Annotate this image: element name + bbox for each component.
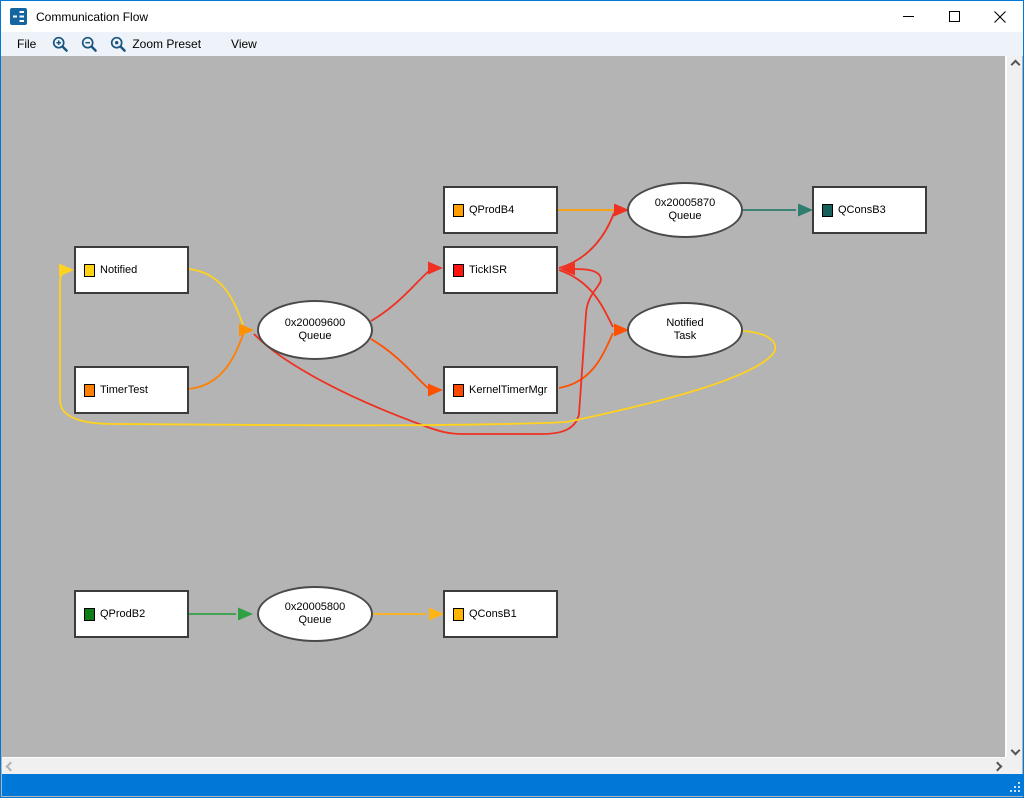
- queue-node-label: Task: [673, 330, 697, 342]
- scrollbar-corner: [1005, 757, 1022, 774]
- maximize-icon: [948, 11, 960, 22]
- app-icon: [10, 8, 27, 25]
- chevron-down-icon: [1010, 745, 1021, 756]
- edge-layer: [59, 203, 813, 621]
- chevron-up-icon: [1010, 59, 1021, 70]
- menu-bar: File Zoom Preset View: [1, 32, 1023, 56]
- arrowhead: [428, 261, 443, 275]
- task-node-qconsb1[interactable]: QConsB1: [443, 590, 558, 638]
- queue-node-label: 0x20009600: [284, 317, 346, 329]
- vertical-scrollbar[interactable]: [1005, 56, 1022, 759]
- edge-timertest-to-q9600: [188, 334, 244, 390]
- task-color-icon: [84, 263, 95, 277]
- task-node-label: QProdB2: [100, 608, 146, 620]
- task-color-icon: [453, 203, 464, 217]
- edge-q9600-to-tickisr: [370, 270, 430, 322]
- edge-kerneltimermgr-to-ntask: [558, 332, 614, 389]
- menu-view[interactable]: View: [231, 37, 257, 51]
- arrowhead: [614, 323, 629, 337]
- task-color-icon: [84, 607, 95, 621]
- minimize-icon: [902, 16, 914, 17]
- menu-file[interactable]: File: [17, 37, 37, 51]
- task-node-label: QProdB4: [469, 204, 515, 216]
- task-color-icon: [453, 263, 464, 277]
- arrowhead: [59, 263, 74, 277]
- arrowhead: [798, 203, 813, 217]
- title-bar: Communication Flow: [1, 1, 1023, 32]
- window-title: Communication Flow: [36, 9, 149, 24]
- queue-node-label: 0x20005870: [654, 197, 716, 209]
- minimize-button[interactable]: [885, 1, 931, 32]
- zoom-in-button[interactable]: [46, 33, 75, 56]
- arrowhead: [614, 203, 629, 217]
- task-node-timertest[interactable]: TimerTest: [74, 366, 189, 414]
- scroll-up-button[interactable]: [1007, 56, 1023, 73]
- task-node-qprodb4[interactable]: QProdB4: [443, 186, 558, 234]
- task-color-icon: [453, 607, 464, 621]
- edge-notified-to-q9600: [188, 268, 244, 326]
- queue-node-label: Queue: [298, 330, 332, 342]
- arrowhead: [238, 607, 253, 621]
- edge-tickisr-to-q9600: [253, 268, 602, 435]
- edge-q9600-to-kerneltimermgr: [370, 338, 430, 390]
- task-node-tickisr[interactable]: TickISR: [443, 246, 558, 294]
- zoom-out-button[interactable]: [75, 33, 104, 56]
- task-node-label: QConsB3: [838, 204, 886, 216]
- chevron-left-icon: [5, 761, 16, 772]
- scroll-left-button[interactable]: [2, 758, 19, 775]
- task-node-label: KernelTimerMgr: [469, 384, 548, 396]
- task-node-label: Notified: [100, 264, 138, 276]
- queue-node-label: Notified: [666, 317, 704, 329]
- zoom-in-icon: [53, 36, 69, 52]
- queue-node-label: Queue: [298, 614, 332, 626]
- task-color-icon: [453, 383, 464, 397]
- task-node-qconsb3[interactable]: QConsB3: [812, 186, 927, 234]
- task-node-kerneltimermgr[interactable]: KernelTimerMgr: [443, 366, 558, 414]
- task-node-label: TimerTest: [100, 384, 148, 396]
- task-node-qprodb2[interactable]: QProdB2: [74, 590, 189, 638]
- queue-node-label: Queue: [668, 210, 702, 222]
- task-color-icon: [822, 203, 833, 217]
- status-bar: [2, 774, 1023, 796]
- arrowhead: [560, 262, 575, 276]
- arrowhead: [429, 607, 444, 621]
- task-node-label: QConsB1: [469, 608, 517, 620]
- zoom-preset-icon: [111, 36, 127, 52]
- resize-grip[interactable]: [1008, 780, 1021, 793]
- horizontal-scrollbar[interactable]: [2, 757, 1006, 774]
- scroll-right-button[interactable]: [989, 758, 1006, 775]
- arrowhead: [239, 323, 254, 337]
- edge-ntask-to-notified: [59, 269, 777, 427]
- zoom-preset-label: Zoom Preset: [132, 37, 202, 51]
- queue-node-label: 0x20005800: [284, 601, 346, 613]
- zoom-preset-button[interactable]: Zoom Preset: [104, 33, 207, 56]
- edge-tickisr-to-ntask: [558, 269, 614, 328]
- task-color-icon: [84, 383, 95, 397]
- task-node-label: TickISR: [469, 264, 508, 276]
- chevron-right-icon: [992, 761, 1003, 772]
- arrowhead: [428, 383, 443, 397]
- task-node-notified[interactable]: Notified: [74, 246, 189, 294]
- zoom-out-icon: [82, 36, 98, 52]
- close-button[interactable]: [977, 1, 1023, 32]
- close-icon: [994, 10, 1006, 23]
- maximize-button[interactable]: [931, 1, 977, 32]
- edge-tickisr-to-q5870: [558, 212, 615, 269]
